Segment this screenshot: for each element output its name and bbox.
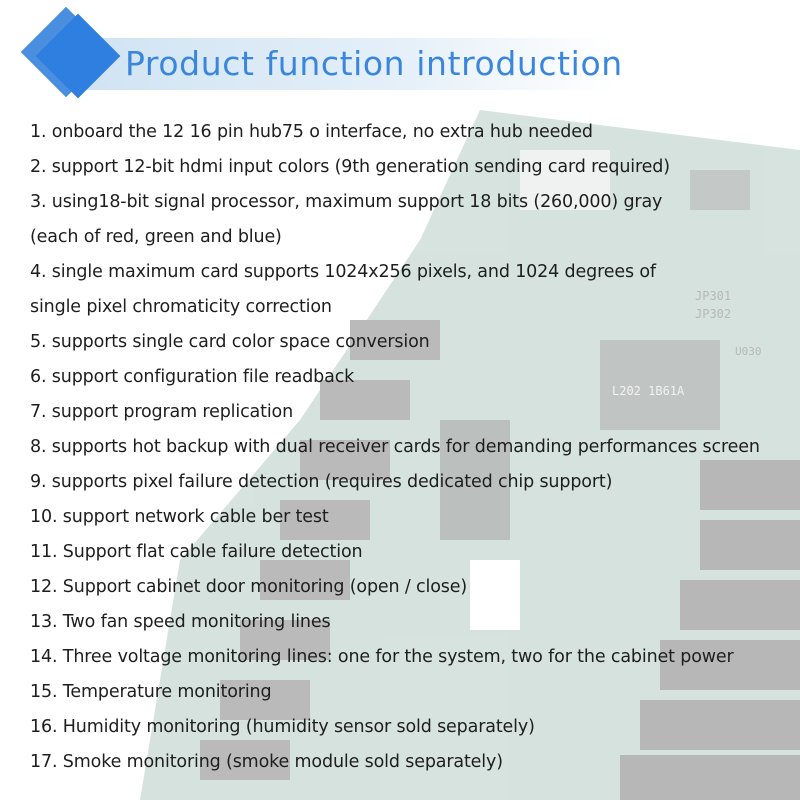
pcb-connector xyxy=(660,640,800,690)
pcb-component xyxy=(440,420,510,540)
banner-bar xyxy=(60,38,800,90)
pcb-connector xyxy=(240,620,330,660)
pcb-connector xyxy=(620,755,800,800)
pcb-connector xyxy=(260,560,350,600)
feature-item: 1. onboard the 12 16 pin hub75 o interfa… xyxy=(30,122,593,142)
feature-item: 16. Humidity monitoring (humidity sensor… xyxy=(30,717,535,737)
board-label: U030 xyxy=(735,345,762,358)
feature-item: 13. Two fan speed monitoring lines xyxy=(30,612,331,632)
pcb-component xyxy=(600,340,720,430)
pcb-component xyxy=(690,170,750,210)
pcb-component xyxy=(470,560,520,630)
pcb-connector xyxy=(200,740,290,780)
feature-item: 5. supports single card color space conv… xyxy=(30,332,430,352)
feature-item: single pixel chromaticity correction xyxy=(30,297,332,317)
pcb-connector xyxy=(680,580,800,630)
feature-item: 6. support configuration file readback xyxy=(30,367,355,387)
feature-list: 1. onboard the 12 16 pin hub75 o interfa… xyxy=(30,115,795,780)
pcb-connector xyxy=(220,680,310,720)
pcb-connector xyxy=(520,150,610,210)
feature-item: 11. Support flat cable failure detection xyxy=(30,542,363,562)
feature-item: 12. Support cabinet door monitoring (ope… xyxy=(30,577,468,597)
board-label: JP302 xyxy=(695,307,731,321)
chip-label: L202 1B61A xyxy=(612,384,685,398)
pcb-connector xyxy=(640,700,800,750)
feature-item: 3. using18-bit signal processor, maximum… xyxy=(30,192,663,212)
feature-item: 9. supports pixel failure detection (req… xyxy=(30,472,613,492)
board-label: JP301 xyxy=(695,289,731,303)
pcb-connector xyxy=(280,500,370,540)
feature-item: 4. single maximum card supports 1024x256… xyxy=(30,262,656,282)
feature-item: 14. Three voltage monitoring lines: one … xyxy=(30,647,734,667)
page-title: Product function introduction xyxy=(125,44,623,83)
feature-item: (each of red, green and blue) xyxy=(30,227,282,247)
pcb-connector xyxy=(700,520,800,570)
feature-item: 15. Temperature monitoring xyxy=(30,682,272,702)
title-banner: Product function introduction xyxy=(0,0,800,130)
feature-item: 8. supports hot backup with dual receive… xyxy=(30,437,760,457)
feature-item: 17. Smoke monitoring (smoke module sold … xyxy=(30,752,503,772)
feature-item: 10. support network cable ber test xyxy=(30,507,329,527)
pcb-connector xyxy=(300,440,390,480)
pcb-connector xyxy=(320,380,410,420)
feature-item: 2. support 12-bit hdmi input colors (9th… xyxy=(30,157,670,177)
pcb-connector xyxy=(350,320,440,360)
pcb-connector xyxy=(700,460,800,510)
pcb-board xyxy=(140,110,800,800)
feature-item: 7. support program replication xyxy=(30,402,294,422)
